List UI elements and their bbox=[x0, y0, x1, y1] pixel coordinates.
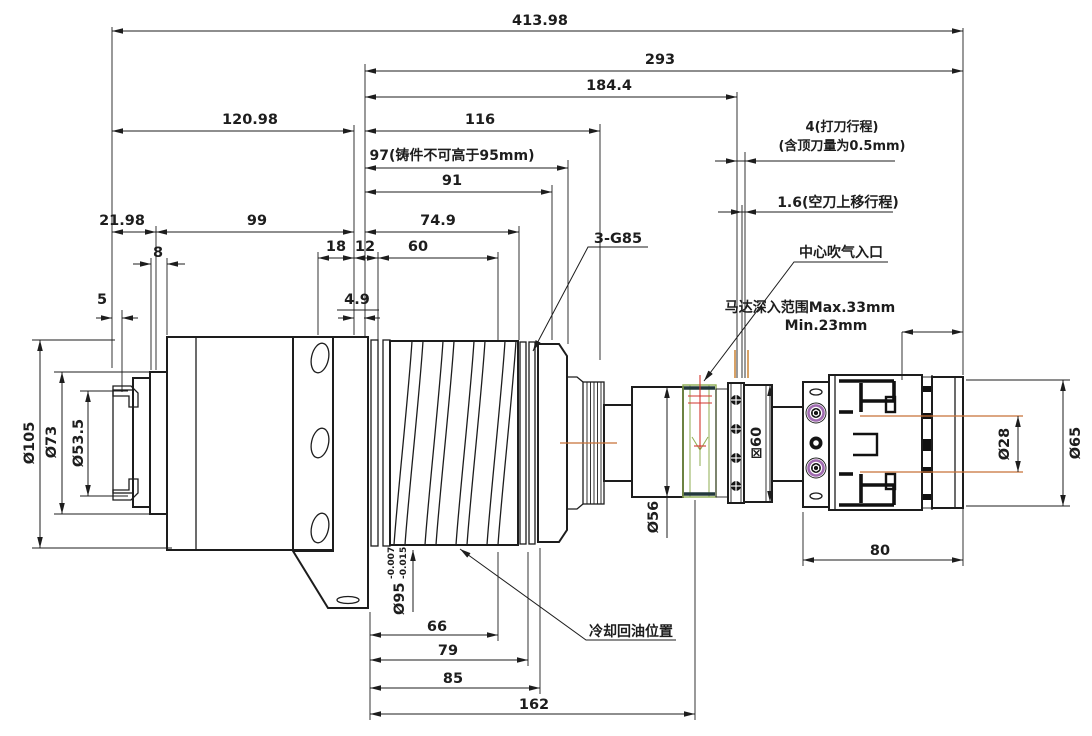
cooling-spiral-section bbox=[389, 340, 519, 546]
dim-184-4: 184.4 bbox=[586, 78, 632, 94]
dimension-lines bbox=[37, 28, 1066, 717]
dim-dia-73: Ø73 bbox=[44, 426, 60, 459]
dim-97-casting-note: 97(铸件不可高于95mm) bbox=[370, 147, 535, 164]
dim-66: 66 bbox=[427, 619, 447, 635]
clamp-screw-3 bbox=[731, 453, 741, 463]
end-disc bbox=[931, 376, 964, 509]
spindle-nose bbox=[112, 371, 168, 515]
dim-dia-95-tol-lower: -0.015 bbox=[399, 547, 409, 579]
clamp-screw-1 bbox=[731, 395, 741, 405]
shaft-56 bbox=[631, 386, 684, 498]
clamp-screw-2 bbox=[731, 424, 741, 434]
dim-91: 91 bbox=[442, 173, 462, 189]
dim-4-9: 4.9 bbox=[344, 292, 370, 308]
annotation-air-inlet: 中心吹气入口 bbox=[799, 244, 883, 261]
coolant-return-leader bbox=[459, 548, 676, 641]
dim-overall-length: 413.98 bbox=[512, 13, 568, 29]
coupling-spider bbox=[921, 375, 933, 510]
dim-74-9: 74.9 bbox=[420, 213, 456, 229]
dim-dia-95-tolerance: Ø95 -0.007 -0.015 bbox=[387, 547, 409, 615]
dim-60: 60 bbox=[408, 239, 428, 255]
dim-18: 18 bbox=[326, 239, 346, 255]
annotation-knock-stroke-line1: 4(打刀行程) bbox=[806, 119, 879, 135]
clamp-screw-4 bbox=[731, 481, 741, 491]
dim-79: 79 bbox=[438, 643, 458, 659]
annotation-idle-stroke: 1.6(空刀上移行程) bbox=[777, 194, 899, 211]
dim-162: 162 bbox=[519, 697, 549, 713]
dim-dia-95-tol-upper: -0.007 bbox=[387, 547, 397, 579]
dim-dia-56: Ø56 bbox=[646, 501, 662, 534]
dim-293: 293 bbox=[645, 52, 675, 68]
dim-8: 8 bbox=[153, 245, 163, 261]
dim-dia-95: Ø95 bbox=[392, 582, 408, 615]
dim-square-60: ⊠60 bbox=[749, 427, 765, 459]
coupling-center-hole bbox=[809, 436, 823, 450]
drawbar-highlight bbox=[682, 375, 729, 498]
coupling-flange bbox=[802, 381, 830, 508]
coupling-socket-screw-bottom bbox=[805, 457, 827, 479]
leader-lines bbox=[459, 246, 888, 641]
dim-dia-28: Ø28 bbox=[997, 428, 1013, 461]
coupling-socket-screw-top bbox=[805, 402, 827, 424]
dim-dia-105: Ø105 bbox=[22, 422, 38, 465]
rear-ribs bbox=[519, 341, 536, 545]
dim-5: 5 bbox=[97, 292, 107, 308]
jaw-coupling bbox=[828, 374, 923, 511]
dim-85: 85 bbox=[443, 671, 463, 687]
thread-spec-leader bbox=[532, 246, 648, 352]
dim-120-98: 120.98 bbox=[222, 112, 278, 128]
air-inlet-leader bbox=[703, 261, 888, 382]
centerlines bbox=[560, 350, 1023, 473]
dim-21-98: 21.98 bbox=[99, 213, 145, 229]
mounting-bracket bbox=[291, 336, 369, 609]
extension-lines bbox=[32, 27, 1070, 720]
annotation-motor-range-line2: Min.23mm bbox=[785, 318, 868, 334]
housing-body bbox=[166, 336, 294, 551]
dim-dia-65: Ø65 bbox=[1068, 427, 1084, 460]
clamp-flange bbox=[727, 382, 745, 504]
mounting-flange bbox=[292, 336, 334, 551]
collar bbox=[537, 343, 584, 543]
annotation-thread-spec: 3-G85 bbox=[594, 231, 642, 247]
dim-12: 12 bbox=[355, 239, 375, 255]
annotation-knock-stroke-line2: (含顶刀量为0.5mm) bbox=[778, 138, 905, 154]
dim-116: 116 bbox=[465, 112, 495, 128]
dim-99: 99 bbox=[247, 213, 267, 229]
annotation-motor-range-line1: 马达深入范围Max.33mm bbox=[725, 299, 895, 316]
front-ribs bbox=[370, 339, 391, 547]
dim-dia-53-5: Ø53.5 bbox=[71, 419, 87, 467]
annotation-coolant-return: 冷却回油位置 bbox=[589, 623, 673, 640]
dim-80: 80 bbox=[870, 543, 890, 559]
shaft-neck-rear bbox=[771, 406, 804, 482]
